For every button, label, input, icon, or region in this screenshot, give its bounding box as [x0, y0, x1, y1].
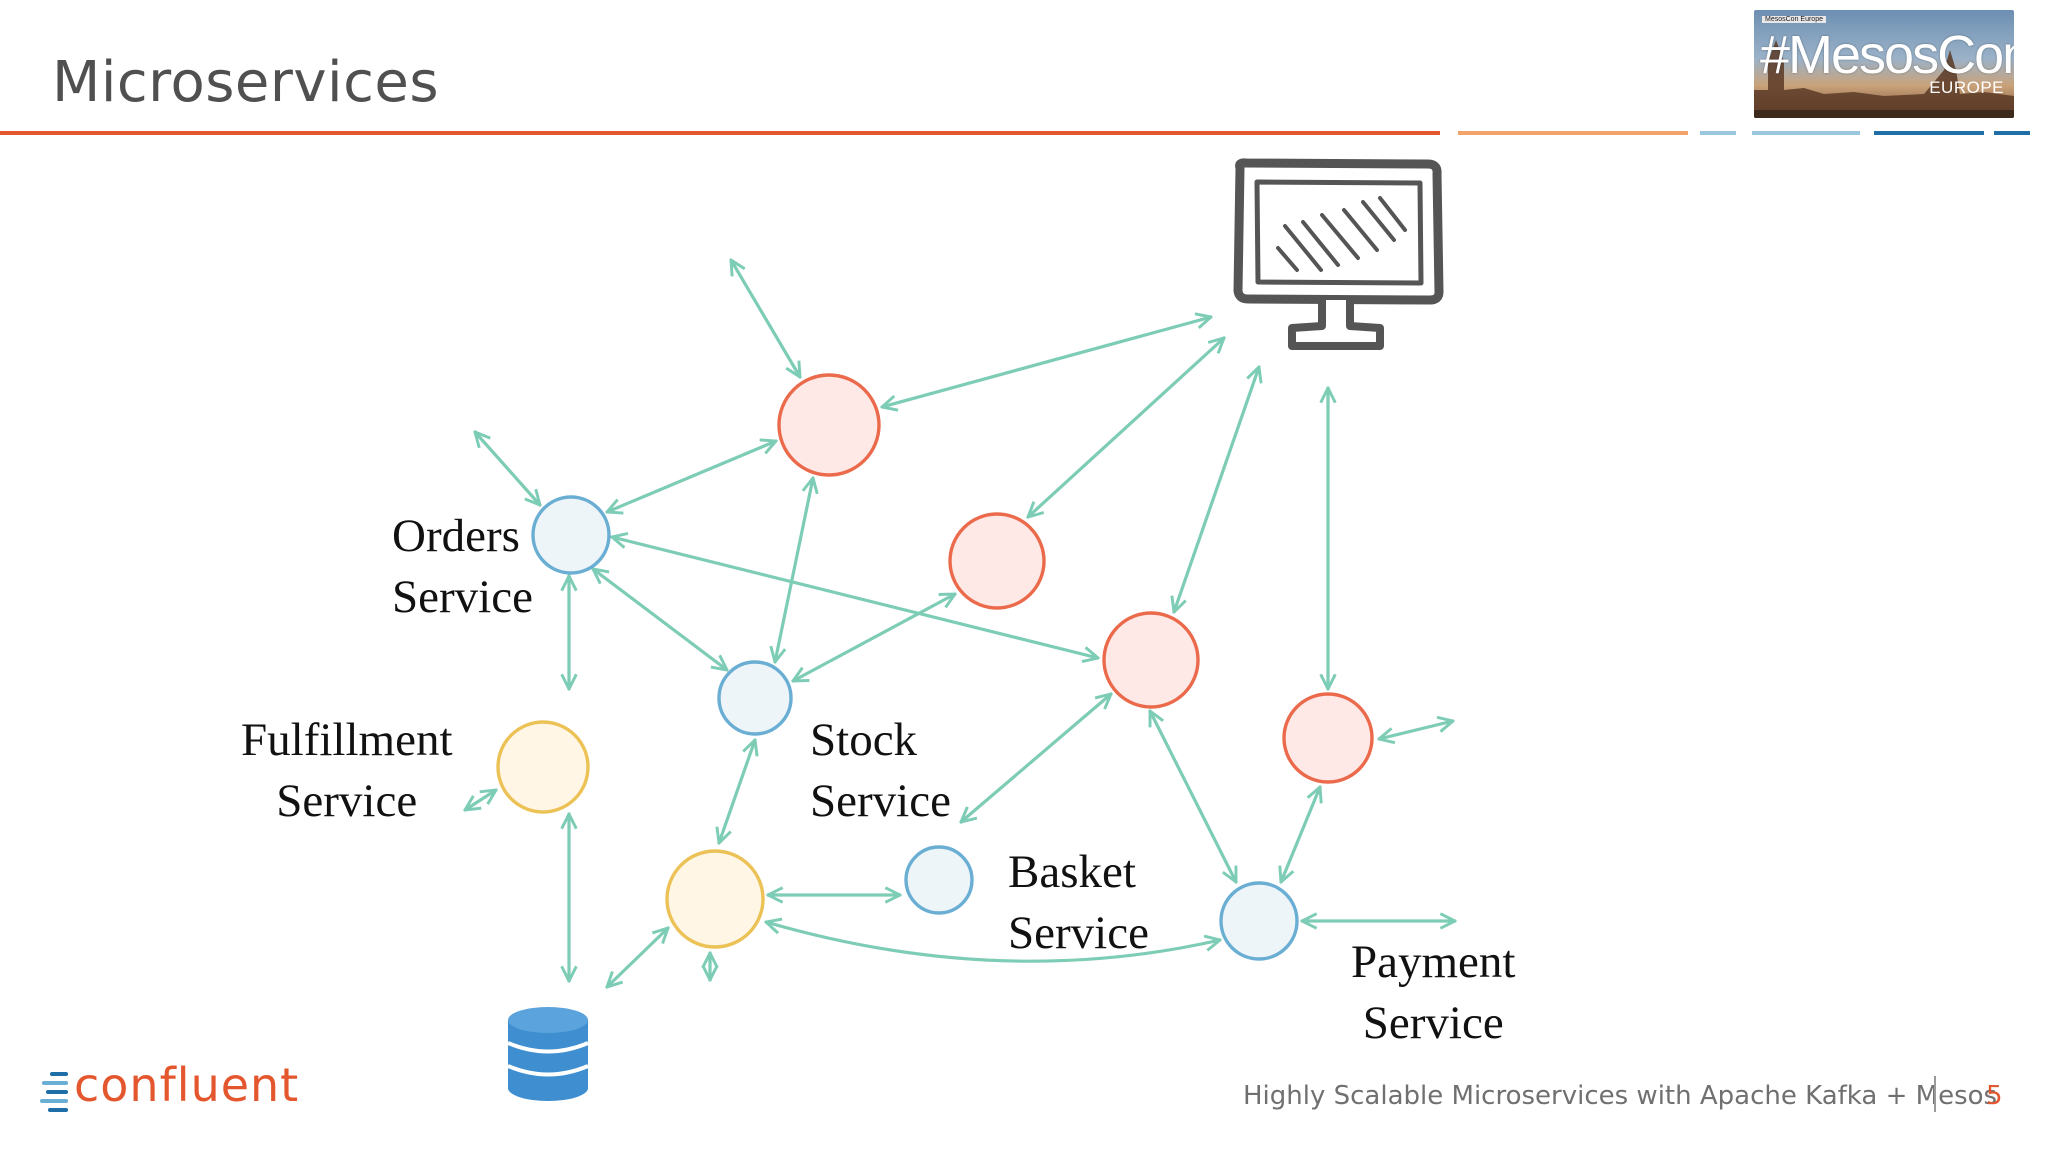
database-icon [507, 1007, 589, 1101]
connector-arrow [766, 922, 1220, 963]
slide-title: Microservices [52, 50, 439, 115]
service-node-red [948, 512, 1046, 610]
connector-arrow [1281, 787, 1320, 882]
connector-arrow [775, 478, 813, 662]
connector-arrow [1379, 721, 1453, 739]
payment-service-node [1219, 881, 1299, 961]
basket-service-label: Basket Service [1008, 846, 1149, 959]
stock-service-node [717, 660, 793, 736]
confluent-wordmark: confluent [74, 1058, 300, 1112]
connector-arrow [465, 790, 496, 810]
footer-caption: Highly Scalable Microservices with Apach… [1243, 1081, 1998, 1111]
basket-service-node [904, 845, 974, 915]
header-accent-blue-3 [1874, 131, 1984, 135]
orders-service-label: Orders Service [392, 510, 533, 623]
connector-arrow [731, 260, 800, 377]
service-node-yellow [665, 849, 765, 949]
service-node-red [777, 373, 881, 477]
connector-arrow [1174, 367, 1259, 612]
connector-arrow [1148, 711, 1238, 882]
confluent-logo-icon [40, 1072, 68, 1112]
header-accent-blue-1 [1700, 131, 1736, 135]
fulfillment-service-node [496, 720, 590, 814]
payment-service-label: Payment Service [1351, 936, 1516, 1049]
connector-arrow [593, 569, 727, 670]
header-accent-blue-4 [1994, 131, 2030, 135]
title-rule [0, 131, 1440, 135]
connector-arrow [607, 441, 776, 512]
connector-arrow [793, 592, 955, 683]
fulfillment-service-label: Fulfillment Service [241, 714, 453, 827]
connector-arrow [961, 694, 1111, 822]
logo-region: EUROPE [1929, 78, 2004, 97]
orders-service-node [531, 495, 611, 575]
mesoscon-logo: MesosCon Europe #MesosCon EUROPE [1754, 10, 2014, 118]
connector-arrow [475, 432, 540, 505]
logo-small-text: MesosCon Europe [1762, 16, 1826, 23]
logo-hashtag: #MesosCon [1760, 25, 2014, 85]
page-number: 5 [1986, 1081, 2003, 1111]
monitor-icon [1233, 158, 1444, 350]
service-node-red [1102, 611, 1200, 709]
stock-service-label: Stock Service [810, 714, 951, 827]
service-node-red [1282, 692, 1374, 784]
connector-arrow [1028, 338, 1224, 517]
footer-separator [1934, 1076, 1936, 1112]
connector-arrow [719, 740, 755, 843]
header-accent-orange [1458, 131, 1688, 135]
header-accent-blue-2 [1752, 131, 1860, 135]
connector-arrow [607, 928, 668, 987]
